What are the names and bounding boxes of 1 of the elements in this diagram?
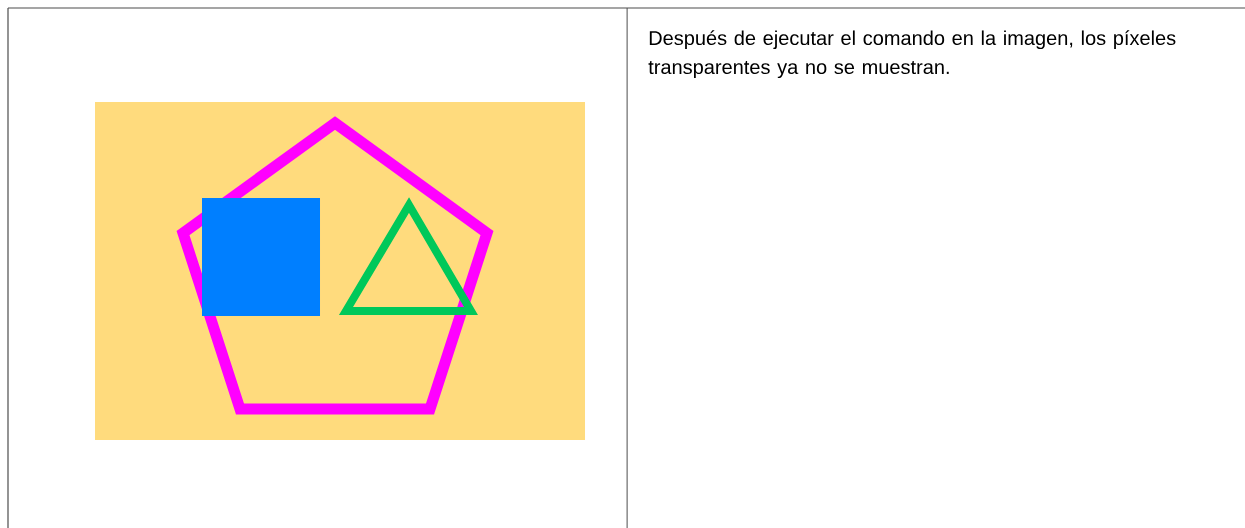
description-text: Después de ejecutar el comando en la imagen, los píxeles transparentes ya no se muestran.: [648, 30, 1176, 79]
